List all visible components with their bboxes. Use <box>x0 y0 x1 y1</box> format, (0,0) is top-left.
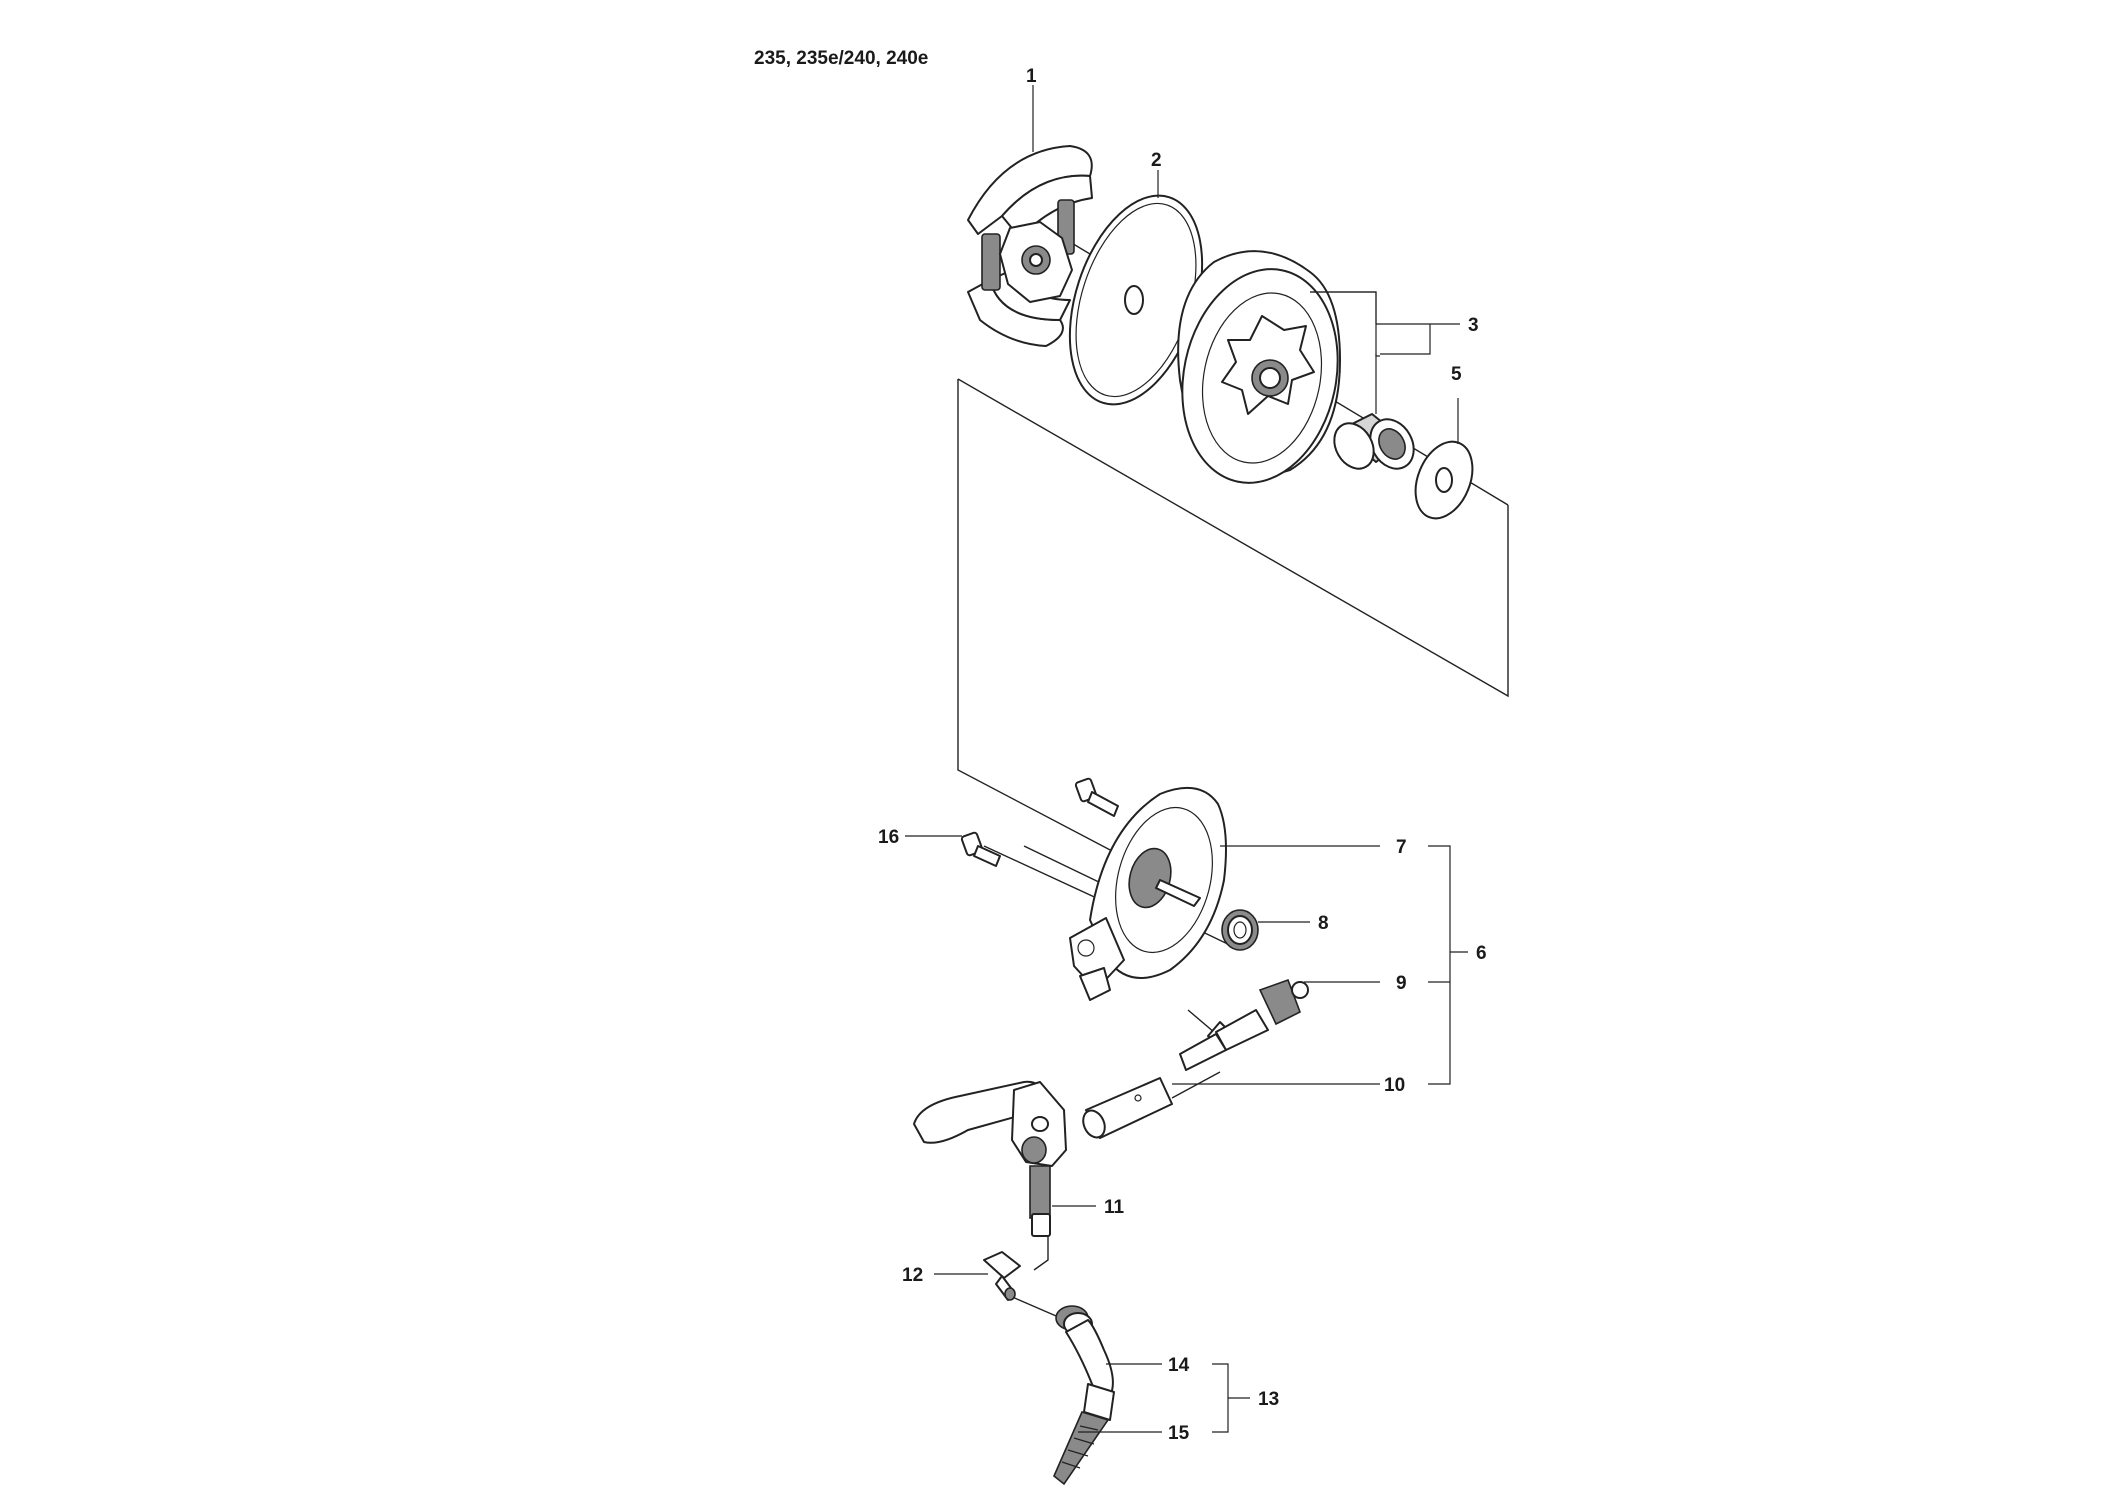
part-plunger <box>1082 1077 1173 1139</box>
part-clutch <box>967 145 1093 347</box>
part-washer <box>1068 194 1204 406</box>
model-title: 235, 235e/240, 240e <box>754 48 929 69</box>
callout-6: 6 <box>1476 943 1487 964</box>
callout-15: 15 <box>1168 1423 1190 1444</box>
part-oil-hose <box>1053 1305 1115 1486</box>
callout-8: 8 <box>1318 913 1329 934</box>
callout-16: 16 <box>878 827 899 848</box>
part-oil-pump-housing <box>1069 787 1227 1001</box>
leader-lines <box>905 85 1468 1433</box>
callout-11: 11 <box>1104 1197 1125 1218</box>
callout-7: 7 <box>1396 837 1407 858</box>
callout-numbers: 1 2 3 5 16 7 8 6 9 10 11 12 14 13 15 <box>878 66 1487 1444</box>
callout-1: 1 <box>1026 66 1037 87</box>
part-spring <box>1221 909 1259 951</box>
part-needle-bearing <box>1333 413 1415 470</box>
part-screws <box>960 777 1119 867</box>
callout-12: 12 <box>902 1265 923 1286</box>
part-clutch-drum <box>1177 250 1341 484</box>
callout-3: 3 <box>1468 315 1479 336</box>
callout-14: 14 <box>1168 1355 1190 1376</box>
callout-5: 5 <box>1451 364 1462 385</box>
part-nipple <box>983 1251 1021 1301</box>
callout-10: 10 <box>1384 1075 1405 1096</box>
part-small-washer <box>1414 440 1474 520</box>
part-worm-gear <box>1179 978 1309 1071</box>
callout-13: 13 <box>1258 1389 1279 1410</box>
part-adjuster-lever <box>913 1080 1067 1237</box>
callout-2: 2 <box>1151 150 1162 171</box>
callout-9: 9 <box>1396 973 1407 994</box>
